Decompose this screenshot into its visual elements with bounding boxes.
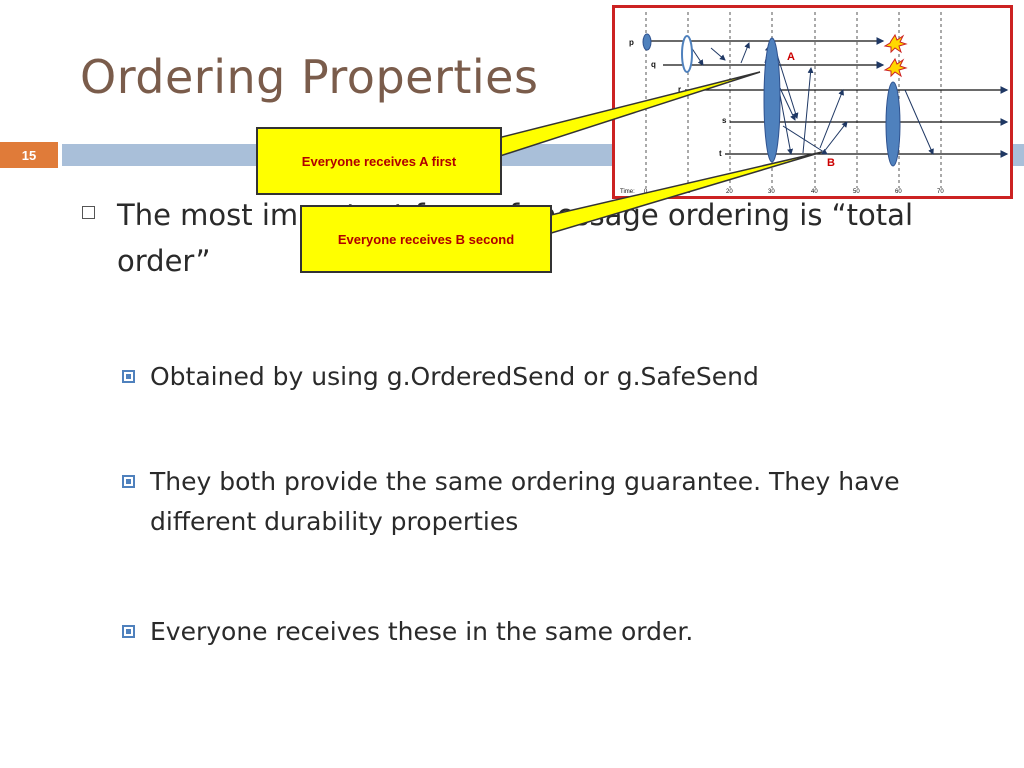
process-label: t <box>719 149 722 158</box>
sub-bullet: They both provide the same ordering guar… <box>120 462 960 542</box>
process-label: p <box>629 38 634 47</box>
sub-bullet-text: They both provide the same ordering guar… <box>150 467 900 536</box>
square-bullet-icon <box>82 206 95 219</box>
multicast-ellipse <box>763 37 781 163</box>
time-tick: 40 <box>811 189 818 195</box>
callout-b-text: Everyone receives B second <box>337 231 515 247</box>
time-tick: 0 <box>644 189 648 195</box>
callout-a: Everyone receives A first <box>256 127 502 195</box>
multicast-ellipse <box>642 33 652 51</box>
message-b-label: B <box>827 157 835 169</box>
time-tick: 20 <box>726 189 733 195</box>
timeline-svg: p q r s t <box>620 12 1009 195</box>
square-bullet-icon <box>122 370 135 383</box>
timeline-diagram: p q r s t <box>612 5 1013 199</box>
slide-title: Ordering Properties <box>80 50 539 104</box>
square-bullet-icon <box>122 475 135 488</box>
crash-icon <box>883 57 908 78</box>
multicast-ellipse <box>681 35 693 73</box>
crash-icon <box>883 33 908 54</box>
sub-bullet: Everyone receives these in the same orde… <box>120 612 960 652</box>
callout-a-text: Everyone receives A first <box>301 153 457 169</box>
time-tick: 50 <box>853 189 860 195</box>
process-label: q <box>651 60 656 69</box>
time-axis-label: Time: <box>620 189 635 195</box>
callout-b: Everyone receives B second <box>300 205 552 273</box>
sub-bullet-text: Obtained by using g.OrderedSend or g.Saf… <box>150 362 759 391</box>
message-a-label: A <box>787 51 795 63</box>
process-label: r <box>678 85 681 94</box>
sub-bullet: Obtained by using g.OrderedSend or g.Saf… <box>120 357 960 397</box>
process-label: s <box>722 116 727 125</box>
multicast-ellipse <box>885 81 901 167</box>
sub-bullet-text: Everyone receives these in the same orde… <box>150 617 694 646</box>
square-bullet-icon <box>122 625 135 638</box>
time-tick: 30 <box>768 189 775 195</box>
time-tick: 70 <box>937 189 944 195</box>
time-tick: 60 <box>895 189 902 195</box>
slide-number: 15 <box>0 142 58 168</box>
